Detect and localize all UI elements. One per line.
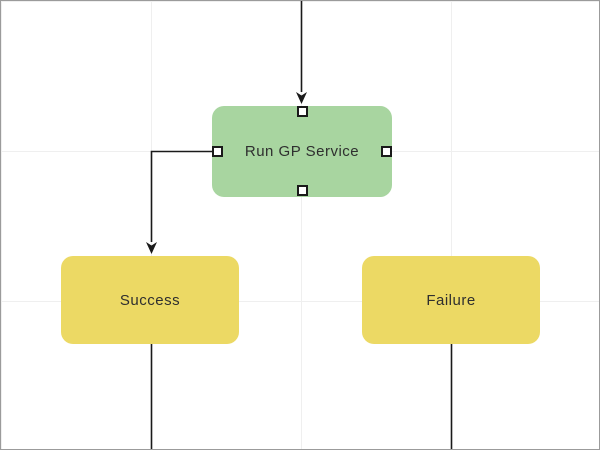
arrowhead-down-icon	[296, 92, 307, 104]
edge-run-gp-service-to-success[interactable]	[146, 150, 212, 255]
connection-port-bottom[interactable]	[296, 185, 308, 196]
arrowhead-down-icon	[146, 242, 157, 254]
edge-top-to-run-gp-service[interactable]	[296, 1, 307, 104]
connection-port-left[interactable]	[212, 146, 223, 157]
node-run-gp-service[interactable]: Run GP Service	[212, 106, 392, 197]
node-failure-label: Failure	[426, 291, 476, 309]
connection-port-right[interactable]	[381, 146, 392, 157]
node-success-label: Success	[119, 291, 181, 309]
node-failure[interactable]: Failure	[362, 256, 540, 344]
node-run-gp-service-label: Run GP Service	[244, 143, 360, 160]
connection-port-top[interactable]	[296, 106, 308, 117]
node-success[interactable]: Success	[61, 256, 239, 344]
